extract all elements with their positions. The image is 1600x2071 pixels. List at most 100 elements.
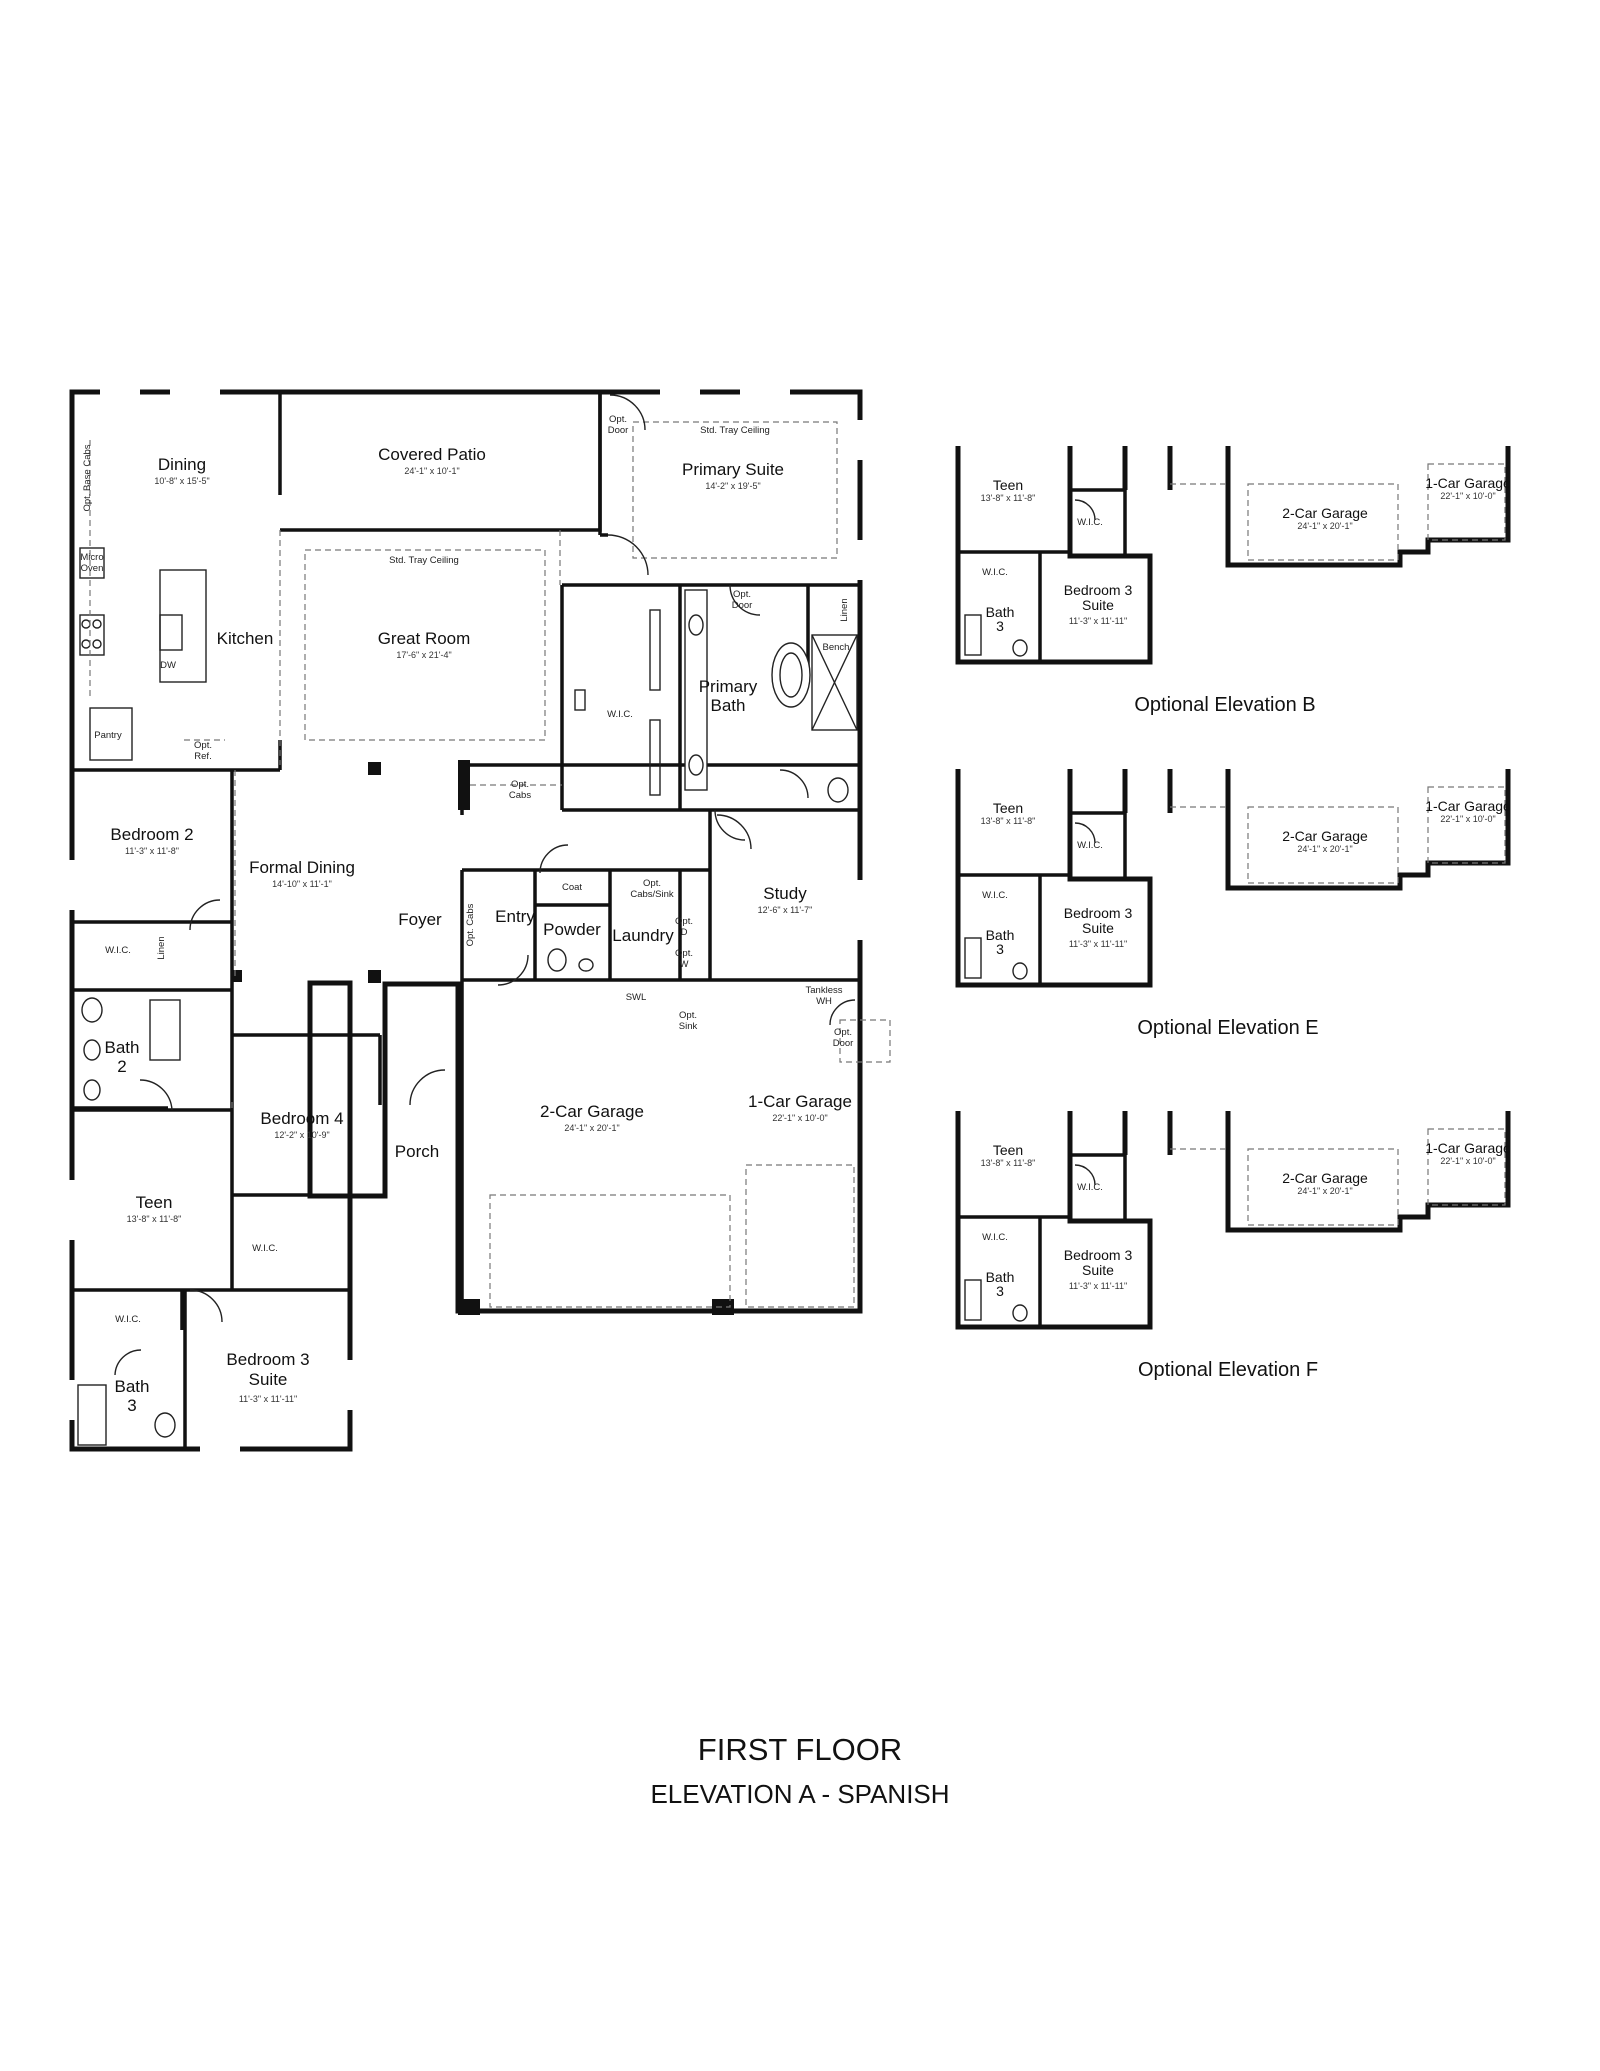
room-name-bath3-1: Bath [115, 1377, 150, 1396]
elev-label-wic: W.I.C. [1077, 840, 1103, 851]
elev-label-teen-dims: 13'-8" x 11'-8" [981, 1158, 1036, 1168]
elev-posts [1122, 446, 1173, 490]
elev-door-swing [1074, 499, 1096, 521]
room-dims-study: 12'-6" x 11'-7" [758, 905, 813, 915]
note-opt-cabs-2: Cabs [509, 790, 531, 801]
garage-door-2car [489, 1194, 731, 1308]
room-dims-great-room: 17'-6" x 21'-4" [396, 650, 451, 660]
elev-label-bedroom3-name_line2: Suite [1082, 920, 1114, 936]
room-name-garage2: 2-Car Garage [540, 1102, 644, 1121]
room-labels: Dining 10'-8" x 15'-5" Covered Patio 24'… [105, 445, 852, 1415]
bathroom-fixtures [77, 948, 594, 1446]
elev-label-bedroom3-name_line2: Suite [1082, 1262, 1114, 1278]
elev-label-garage1-dims: 22'-1" x 10'-0" [1440, 814, 1495, 824]
elev-garage-walls [1225, 769, 1511, 891]
room-dims-formal-dining: 14'-10" x 11'-1" [272, 879, 332, 889]
elev-label-bedroom3-dims: 11'-3" x 11'-11" [1069, 1281, 1127, 1291]
note-opt-base-cabs: Opt. Base Cabs [82, 444, 93, 511]
note-opt-cabs-sink-2: Cabs/Sink [630, 889, 674, 900]
plan-notes: Opt. Base Cabs Micro Oven DW Pantry Opt.… [80, 414, 853, 1325]
elev-label-teen-name: Teen [993, 477, 1023, 493]
elev-label-garage2-name: 2-Car Garage [1282, 1170, 1368, 1186]
elev-label-bath3-name_line1: Bath [986, 1269, 1015, 1285]
elevation-b-label: Optional Elevation B [1134, 694, 1315, 716]
room-dims-teen: 13'-8" x 11'-8" [127, 1214, 182, 1224]
note-micro: Micro [80, 552, 103, 563]
note-opt-w-1: Opt. [675, 948, 693, 959]
elev-bath-toilet [1012, 639, 1028, 657]
primary-bath-fixtures [574, 589, 858, 803]
elev-label-bath3-name_line2: 3 [996, 618, 1004, 634]
note-opt-door-bath-1: Opt. [733, 589, 751, 600]
elev-label-garage2-name: 2-Car Garage [1282, 828, 1368, 844]
note-tankless-2: WH [816, 996, 832, 1007]
room-dims-primary-suite: 14'-2" x 19'-5" [705, 481, 760, 491]
elev-label-garage1-name: 1-Car Garage [1425, 1140, 1511, 1156]
note-opt-ref-2: Ref. [194, 751, 211, 762]
room-name-powder: Powder [543, 920, 601, 939]
note-opt-ref-1: Opt. [194, 740, 212, 751]
room-name-primary-bath-1: Primary [699, 677, 758, 696]
note-oven: Oven [81, 563, 104, 574]
elev-bath-tub [964, 1279, 982, 1321]
elev-label-garage1-dims: 22'-1" x 10'-0" [1440, 491, 1495, 501]
elev-label-garage2-dims: 24'-1" x 20'-1" [1297, 844, 1352, 854]
note-wic-bed3: W.I.C. [115, 1314, 141, 1325]
elev-label-garage1-dims: 22'-1" x 10'-0" [1440, 1156, 1495, 1166]
elev-label-garage2-dims: 24'-1" x 20'-1" [1297, 1186, 1352, 1196]
elev-label-wic: W.I.C. [982, 567, 1008, 578]
note-opt-cabs-sink-1: Opt. [643, 878, 661, 889]
bathtub-icon [771, 642, 811, 708]
note-bench: Bench [823, 642, 850, 653]
note-opt-d-1: Opt. [675, 916, 693, 927]
bath3-tub [77, 1384, 107, 1446]
opt-door-garage [839, 1019, 891, 1063]
sink-icon [159, 614, 183, 651]
elev-label-teen-dims: 13'-8" x 11'-8" [981, 816, 1036, 826]
elev-left-wing-walls [955, 1111, 1153, 1330]
elev-label-bedroom3-name_line1: Bedroom 3 [1064, 905, 1133, 921]
dashed-features [231, 421, 891, 1308]
elev-label-garage2-dims: 24'-1" x 20'-1" [1297, 521, 1352, 531]
note-wic-bed2: W.I.C. [105, 945, 131, 956]
elev-label-bath3-name_line2: 3 [996, 1283, 1004, 1299]
elev-left-wing-walls [955, 769, 1153, 988]
elev-label-teen-name: Teen [993, 1142, 1023, 1158]
note-opt-d-2: D [681, 927, 688, 938]
room-name-dining: Dining [158, 455, 206, 474]
room-name-primary-bath-2: Bath [711, 696, 746, 715]
tray-ceiling-great-room [304, 549, 546, 741]
kitchen-fixtures [79, 440, 225, 761]
sheet-subtitle: ELEVATION A - SPANISH [650, 1779, 949, 1809]
note-linen-primary: Linen [839, 598, 850, 621]
elev-label-bedroom3-name_line2: Suite [1082, 597, 1114, 613]
elev-label-wic: W.I.C. [1077, 517, 1103, 528]
door-swings [114, 394, 856, 1376]
room-name-bath2-1: Bath [105, 1038, 140, 1057]
tray-ceiling-primary-suite [632, 421, 838, 559]
elev-label-garage1-name: 1-Car Garage [1425, 475, 1511, 491]
note-opt-cabs-vert: Opt. Cabs [465, 903, 476, 946]
room-name-teen: Teen [136, 1193, 173, 1212]
room-dims-bedroom4: 12'-2" x 10'-9" [274, 1130, 329, 1140]
pantry [89, 707, 133, 761]
elev-label-bedroom3-name_line1: Bedroom 3 [1064, 582, 1133, 598]
elev-label-bedroom3-dims: 11'-3" x 11'-11" [1069, 939, 1127, 949]
room-name-bedroom4: Bedroom 4 [260, 1109, 343, 1128]
note-opt-door-garage-1: Opt. [834, 1027, 852, 1038]
note-wic-primary: W.I.C. [607, 709, 633, 720]
note-pantry: Pantry [94, 730, 122, 741]
primary-vanity [684, 589, 708, 791]
bath2-tub [149, 999, 181, 1061]
room-dims-garage2: 24'-1" x 20'-1" [564, 1123, 619, 1133]
room-name-bedroom3-2: Suite [249, 1370, 288, 1389]
elev-bath-toilet [1012, 962, 1028, 980]
note-opt-sink-2: Sink [679, 1021, 698, 1032]
note-opt-door-2: Door [608, 425, 629, 436]
elevation-f-label: Optional Elevation F [1138, 1359, 1318, 1381]
sheet-title: FIRST FLOOR [698, 1732, 902, 1767]
